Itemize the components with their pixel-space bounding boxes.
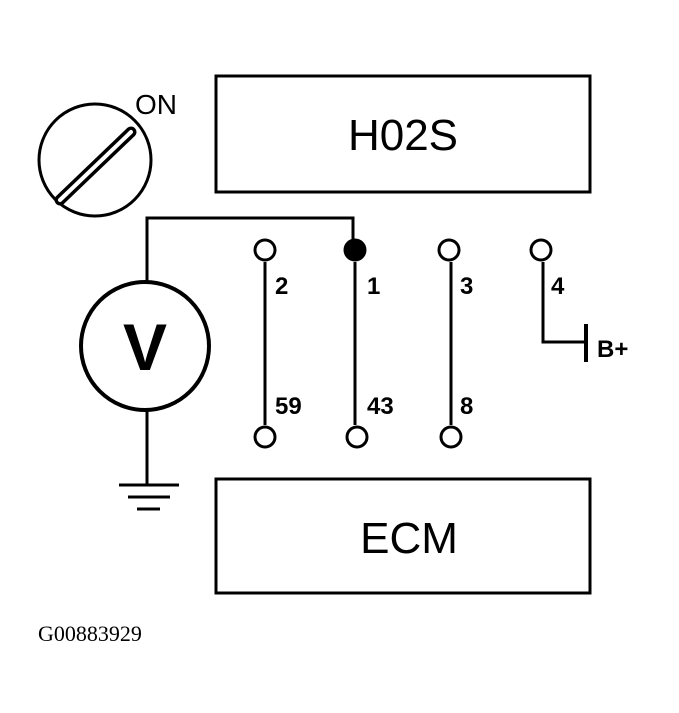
ecm-box: ECM xyxy=(214,477,592,595)
pin-43-label: 43 xyxy=(367,393,394,420)
connector-4-bplus: 4 B+ xyxy=(529,238,628,363)
ignition-on-label: ON xyxy=(135,89,177,120)
pin-2-terminal xyxy=(253,238,277,262)
voltmeter-label: V xyxy=(123,310,167,384)
pin-43-terminal xyxy=(345,425,369,449)
pin-4-label: 4 xyxy=(551,273,565,300)
voltmeter: V xyxy=(79,280,211,412)
connector-1-43: 1 43 xyxy=(343,238,394,449)
pin-4-terminal xyxy=(529,238,553,262)
probe-wire xyxy=(145,216,355,282)
pin-8-terminal xyxy=(439,425,463,449)
battery-label: B+ xyxy=(597,336,628,363)
connector-3-8: 3 8 xyxy=(437,238,473,449)
pin-59-terminal xyxy=(253,425,277,449)
ground-symbol xyxy=(119,410,179,511)
pin-2-label: 2 xyxy=(275,273,288,300)
figure-id: G00883929 xyxy=(38,621,142,646)
pin-1-terminal xyxy=(343,238,367,262)
h02s-box: H02S xyxy=(214,74,592,194)
pin-3-terminal xyxy=(437,238,461,262)
ignition-switch: ON xyxy=(37,89,177,218)
pin-3-label: 3 xyxy=(460,273,473,300)
pin-8-label: 8 xyxy=(460,393,473,420)
h02s-label: H02S xyxy=(348,111,458,160)
pin-1-label: 1 xyxy=(367,273,380,300)
ecm-label: ECM xyxy=(360,514,458,563)
pin-59-label: 59 xyxy=(275,393,302,420)
connector-2-59: 2 59 xyxy=(253,238,302,449)
